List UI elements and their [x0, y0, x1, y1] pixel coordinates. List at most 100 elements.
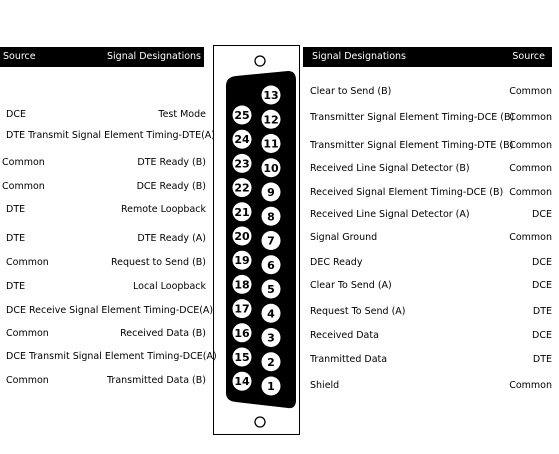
left-row: Common Transmitted Data (B) [0, 375, 210, 387]
right-header-signal: Signal Designations [312, 51, 406, 62]
pin-label-16: 16 [234, 327, 250, 340]
row-source: Common [509, 112, 552, 123]
left-row: DCE Test Mode [0, 109, 210, 121]
pin-21 [232, 202, 252, 222]
right-table-header: Signal Designations Source [303, 47, 552, 67]
pin-13 [261, 85, 281, 105]
left-row: DCE Receive Signal Element Timing-DCE(A) [0, 305, 214, 317]
row-signal: Test Mode [158, 109, 206, 120]
row-source: DCE Receive Signal Element Timing-DCE(A) [6, 305, 214, 316]
row-source: DCE [532, 257, 552, 268]
row-source: DTE [6, 233, 26, 244]
left-row: DCE Transmit Signal Element Timing-DCE(A… [0, 351, 217, 363]
row-source: DTE Transmit Signal Element Timing-DTE(A… [6, 130, 215, 141]
row-source: DTE [532, 306, 552, 317]
right-row: Request To Send (A)DTE [308, 306, 552, 318]
row-signal: Received Signal Element Timing-DCE (B) [310, 187, 504, 198]
right-row: Transmitter Signal Element Timing-DTE (B… [308, 140, 552, 152]
pin-label-25: 25 [234, 109, 249, 122]
row-signal: Tranmitted Data [310, 354, 388, 365]
pin-label-22: 22 [234, 182, 249, 195]
right-row: DEC Ready DCE [308, 257, 552, 269]
pin-17 [232, 299, 252, 319]
row-signal: Received Line Signal Detector (A) [310, 209, 470, 220]
pin-24 [232, 129, 252, 149]
left-header-signal: Signal Designations [107, 51, 201, 62]
pin-label-7: 7 [267, 235, 275, 248]
row-signal: DCE Ready (B) [136, 181, 206, 192]
row-signal: DTE Ready (A) [137, 233, 206, 244]
row-source: DCE [532, 280, 552, 291]
row-source: Common [6, 328, 49, 339]
pin-5 [261, 279, 281, 299]
pin-4 [261, 303, 281, 323]
right-row: Received Line Signal Detector (B)Common [308, 163, 552, 175]
pin-8 [261, 206, 281, 226]
pin-label-19: 19 [234, 254, 249, 267]
right-row: Signal Ground Common [308, 232, 552, 244]
mounting-hole-top [254, 55, 266, 67]
pin-22 [232, 178, 252, 198]
pin-7 [261, 231, 281, 250]
pin-label-23: 23 [234, 157, 249, 170]
connector-frame [213, 45, 300, 435]
pin-1 [261, 376, 281, 396]
row-source: Common [509, 232, 552, 243]
row-source: Common [509, 380, 552, 391]
right-row: Shield Common [308, 380, 552, 392]
pin-14 [232, 371, 252, 391]
pin-label-8: 8 [267, 210, 275, 223]
right-row: Transmitter Signal Element Timing-DCE (B… [308, 112, 552, 124]
mounting-hole-bottom [254, 416, 266, 428]
right-row: Received Signal Element Timing-DCE (B) Co… [308, 187, 552, 199]
row-signal: Remote Loopback [120, 204, 206, 215]
pin-label-24: 24 [234, 133, 250, 146]
left-row: DTE Transmit Signal Element Timing-DTE(A… [0, 130, 215, 142]
row-signal: Local Loopback [133, 281, 206, 292]
pin-label-4: 4 [267, 307, 275, 320]
right-row: Clear to Send (B)Common [308, 86, 552, 98]
row-source: Common [509, 187, 552, 198]
right-row: Tranmitted Data DTE [308, 354, 552, 366]
pin-label-15: 15 [234, 351, 249, 364]
pin-10 [261, 158, 281, 178]
pin-6 [261, 255, 281, 275]
row-source: DCE [6, 109, 26, 120]
row-signal: Request to Send (B) [110, 257, 206, 268]
row-source: DCE [532, 330, 552, 341]
row-source: DCE Transmit Signal Element Timing-DCE(A… [6, 351, 217, 362]
row-source: Common [2, 181, 45, 192]
pin-label-3: 3 [267, 332, 275, 345]
row-signal: Shield [310, 380, 340, 391]
row-signal: DEC Ready [310, 257, 363, 268]
pin-18 [232, 274, 252, 294]
row-signal: Transmitter Signal Element Timing-DTE (B… [310, 140, 514, 151]
pin-12 [261, 109, 281, 129]
row-signal: Transmitter Signal Element Timing-DCE (B… [310, 112, 515, 123]
row-signal: Clear to Send (B) [310, 86, 392, 97]
row-source: Common [509, 140, 552, 151]
row-source: DCE [532, 209, 552, 220]
pin-label-1: 1 [267, 380, 275, 393]
pin-label-10: 10 [263, 162, 279, 175]
left-row: DTE DTE Ready (A) [0, 233, 210, 245]
row-source: DTE [532, 354, 552, 365]
pin-3 [261, 328, 281, 347]
right-row: Clear To Send (A)DCE [308, 280, 552, 292]
row-signal: Signal Ground [310, 232, 378, 243]
pin-label-9: 9 [267, 186, 275, 199]
row-signal: Transmitted Data (B) [107, 375, 206, 386]
row-signal: DTE Ready (B) [137, 157, 206, 168]
pin-9 [261, 182, 281, 202]
pin-label-11: 11 [263, 138, 278, 151]
row-source: Common [6, 375, 49, 386]
left-table-header: Source Signal Designations [0, 47, 204, 67]
left-header-source: Source [3, 51, 36, 62]
pin-label-14: 14 [234, 375, 250, 388]
